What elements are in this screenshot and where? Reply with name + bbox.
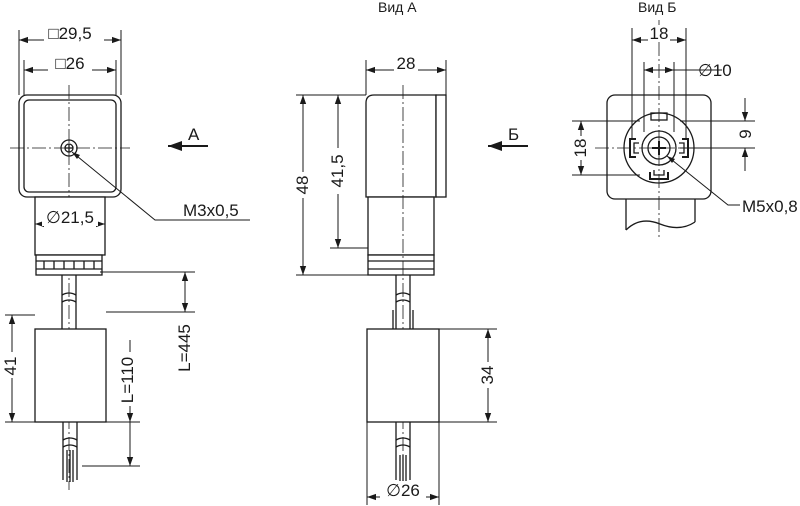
sensor-leads — [62, 422, 78, 482]
dim-inner-diameter: ∅10 — [644, 61, 732, 80]
arrow-b-label: Б — [508, 125, 519, 144]
dim-small-view-b-label: 9 — [736, 129, 755, 138]
connector-side — [365, 94, 437, 198]
gasket — [435, 94, 447, 198]
dim-sensor-height-view-a-label: 34 — [478, 366, 497, 385]
contact-left — [629, 138, 636, 158]
connector-housing — [18, 94, 122, 198]
nut-side — [367, 254, 435, 276]
dim-sensor-height-front: 41 — [0, 314, 35, 423]
dim-inner-square-label: □26 — [55, 54, 84, 73]
arrow-a-label: А — [188, 125, 200, 144]
dim-body-height: 41,5 — [328, 95, 368, 249]
dim-total-height-label: 48 — [293, 176, 312, 195]
screw-icon — [647, 136, 671, 160]
dim-thread-diameter-label: ∅21,5 — [46, 208, 94, 227]
cable — [61, 275, 77, 329]
view-a-title: Вид А — [378, 0, 417, 15]
view-arrow-b: Б — [488, 125, 528, 151]
dim-sensor-height-front-label: 41 — [1, 357, 20, 376]
sensor-body — [34, 328, 107, 423]
dim-outer-square: □29,5 — [19, 24, 121, 44]
front-view: □29,5 □26 M3x0,5 А — [0, 24, 250, 490]
screw-leader — [71, 151, 250, 221]
sensor-side — [366, 328, 440, 423]
dim-width-view-a-label: 28 — [397, 54, 416, 73]
view-b: Вид Б 18 — [571, 0, 798, 240]
dim-sensor-height-view-a: 34 — [439, 328, 497, 423]
view-b-title: Вид Б — [638, 0, 676, 15]
dim-inner-square: □26 — [24, 54, 116, 74]
view-a: Вид А 28 48 41,5 — [293, 0, 528, 505]
screw-label-b: M5x0,8 — [742, 197, 798, 216]
screw-label: M3x0,5 — [183, 201, 239, 220]
screw-leader-b — [666, 155, 740, 206]
dim-cable-length: L=445 — [100, 271, 195, 372]
threaded-side — [367, 196, 435, 256]
dim-width-view-b-label: 18 — [650, 24, 669, 43]
dim-lead-length: L=110 — [82, 340, 140, 467]
dim-total-height: 48 — [293, 94, 368, 276]
dim-cable-length-label: L=445 — [175, 324, 194, 372]
dim-body-height-label: 41,5 — [328, 154, 347, 187]
contact-bottom — [649, 172, 669, 180]
dim-small-view-b: 9 — [736, 98, 755, 171]
dim-width-view-b: 18 — [632, 24, 686, 44]
dim-thread-diameter: ∅21,5 — [35, 208, 105, 228]
view-arrow-a: А — [168, 125, 208, 151]
knurled-nut — [35, 254, 103, 276]
dim-outer-square-label: □29,5 — [48, 24, 91, 43]
dim-height-view-b-label: 18 — [571, 139, 590, 158]
dim-inner-diameter-label: ∅10 — [698, 61, 732, 80]
dim-height-view-b: 18 — [571, 121, 590, 175]
dim-sensor-diameter: ∅26 — [367, 481, 439, 501]
dim-sensor-diameter-label: ∅26 — [386, 481, 420, 500]
dim-width-view-a: 28 — [366, 54, 446, 74]
dim-lead-length-label: L=110 — [118, 357, 137, 403]
